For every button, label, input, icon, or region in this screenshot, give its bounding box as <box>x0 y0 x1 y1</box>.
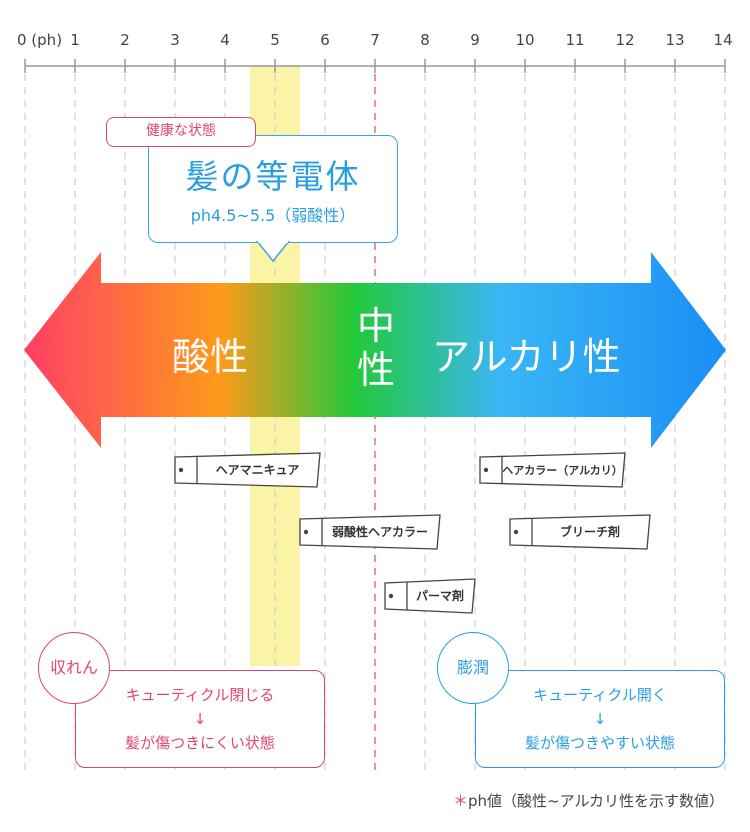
alkali-effect-line2: 髪が傷つきやすい状態 <box>524 734 675 752</box>
acid-effect-line1: キューティクル閉じる <box>125 686 275 704</box>
product-tube-body <box>174 452 321 488</box>
acid-effect-box: キューティクル閉じる ↓ 髪が傷つきにくい状態 <box>75 670 325 768</box>
product-tube-dot <box>483 467 489 473</box>
scale-tick-label: 12 <box>615 31 635 49</box>
product-tube-dot <box>303 529 309 535</box>
product-label: 弱酸性ヘアカラー <box>332 524 428 539</box>
product-tube: ブリーチ剤 <box>509 514 651 550</box>
scale-tick-label: 3 <box>170 31 180 49</box>
scale-tick-label: 5 <box>270 31 280 49</box>
healthy-state-tag: 健康な状態 <box>106 117 256 147</box>
scale-tick-label: 9 <box>470 31 480 49</box>
scale-tick-label: 1 <box>70 31 80 49</box>
footnote: ＊ph値（酸性~アルカリ性を示す数値） <box>453 790 724 811</box>
neutral-label: 中性 <box>356 304 396 392</box>
scale-tick-label: 2 <box>120 31 130 49</box>
product-tube-dot <box>513 529 519 535</box>
product-tube-dot <box>178 467 184 473</box>
callout-subtitle: ph4.5~5.5（弱酸性） <box>190 206 356 225</box>
scale-tick-label: 7 <box>370 31 380 49</box>
scale-tick-label: 13 <box>665 31 685 49</box>
product-tube: パーマ剤 <box>384 578 476 614</box>
product-tube-body <box>299 514 441 550</box>
alkali-effect-line1: キューティクル開く <box>533 686 667 704</box>
neutral-label-text: 中性 <box>356 304 395 392</box>
product-label: ヘアカラー（アルカリ） <box>502 464 623 477</box>
product-label: パーマ剤 <box>416 588 464 603</box>
product-tube: ヘアマニキュア <box>174 452 321 488</box>
scale-tick-label: 14 <box>713 31 733 49</box>
product-tube-body <box>479 452 626 488</box>
alkali-effect-arrow: ↓ <box>593 710 607 728</box>
scale-tick-label: 11 <box>565 31 585 49</box>
acid-effect-arrow: ↓ <box>193 710 207 728</box>
swelling-badge: 膨潤 <box>437 632 509 704</box>
product-tube-dot <box>388 593 394 599</box>
scale-tick-label: 0 (ph) <box>17 31 63 49</box>
footnote-text: ph値（酸性~アルカリ性を示す数値） <box>468 792 724 810</box>
product-tube: 弱酸性ヘアカラー <box>299 514 441 550</box>
acid-effect-line2: 髪が傷つきにくい状態 <box>125 734 275 752</box>
astringent-badge: 収れん <box>38 632 110 704</box>
scale-tick-label: 8 <box>420 31 430 49</box>
product-tube-body <box>509 514 651 550</box>
product-label: ヘアマニキュア <box>216 463 300 477</box>
product-tube: ヘアカラー（アルカリ） <box>479 452 626 488</box>
acid-label: 酸性 <box>172 335 249 379</box>
scale-tick-label: 4 <box>220 31 230 49</box>
product-label: ブリーチ剤 <box>560 524 620 539</box>
callout-title: 髪の等電体 <box>185 157 361 196</box>
alkali-effect-box: キューティクル開く ↓ 髪が傷つきやすい状態 <box>475 670 725 768</box>
ph-arrow-shape <box>24 252 726 448</box>
scale-tick-label: 6 <box>320 31 330 49</box>
scale-tick-label: 10 <box>515 31 535 49</box>
footnote-mark: ＊ <box>452 792 468 810</box>
callout-pointer <box>256 241 290 263</box>
isoelectric-callout: 髪の等電体 ph4.5~5.5（弱酸性） <box>148 135 398 243</box>
alkali-label: アルカリ性 <box>432 335 621 379</box>
